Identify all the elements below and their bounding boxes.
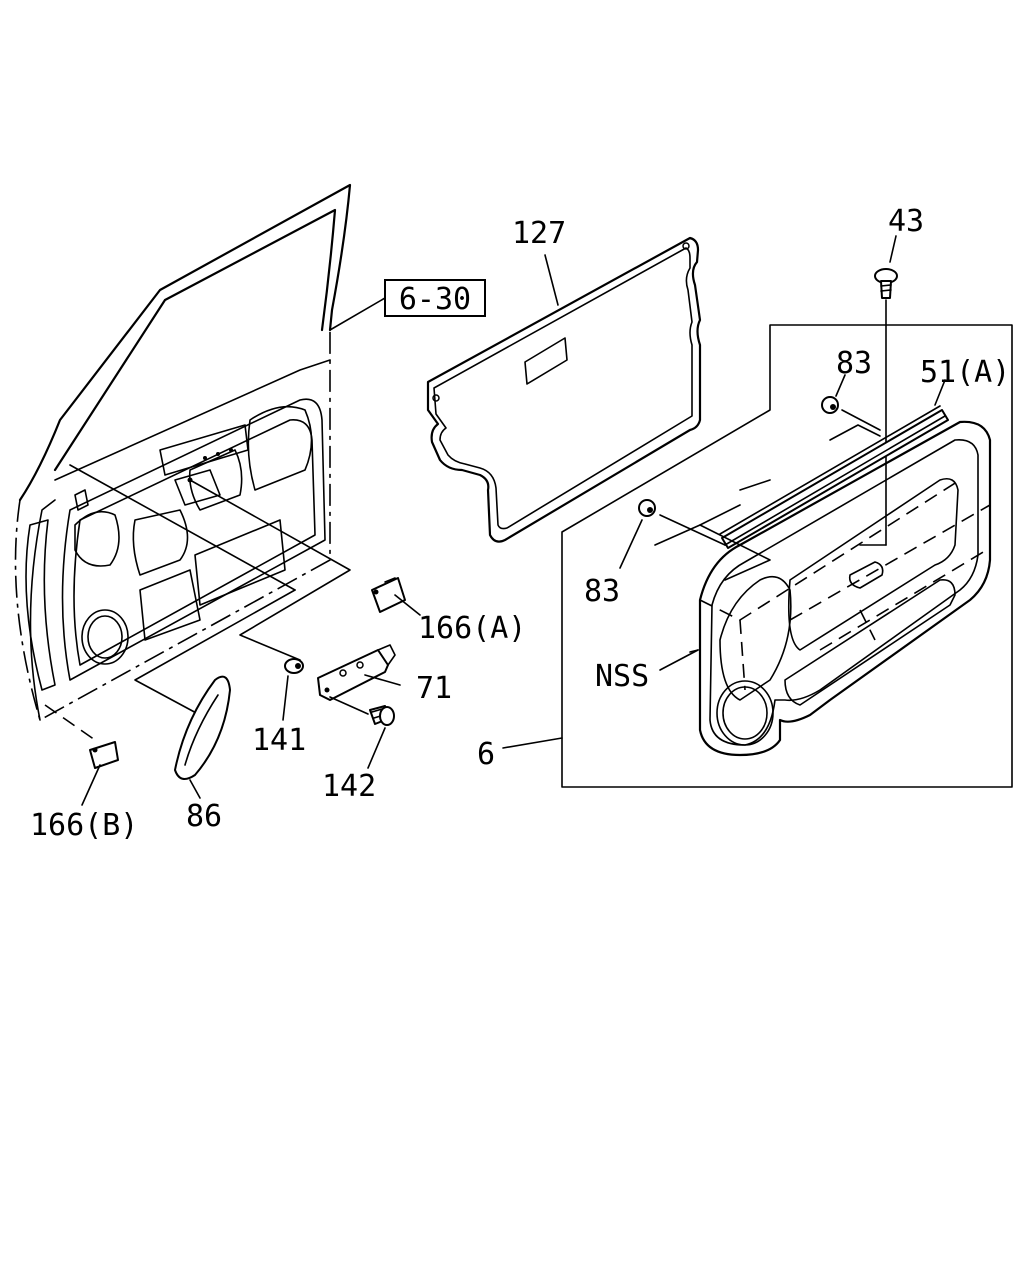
- part-71-bracket: [317, 644, 401, 701]
- part-43-screw: [874, 235, 898, 546]
- door-shell: [14, 183, 352, 722]
- part-6-assembly-box: [502, 324, 1013, 788]
- reference-box-label: 6-30: [399, 282, 471, 317]
- label-6: 6: [477, 737, 495, 772]
- label-142: 142: [322, 769, 376, 804]
- assembly-lines-left: [44, 297, 386, 741]
- trim-panel: [659, 420, 992, 757]
- label-nss: NSS: [595, 659, 649, 694]
- label-83-upper: 83: [836, 346, 872, 381]
- part-86-bezel: [174, 675, 231, 799]
- part-166b-clip: [81, 741, 119, 806]
- label-51a: 51(A): [920, 355, 1010, 390]
- label-166b: 166(B): [30, 808, 138, 843]
- part-166a-clip: [371, 577, 421, 616]
- assembly-planes-right: [654, 424, 887, 581]
- part-127-water-shield: [426, 236, 702, 543]
- part-83-clip-lower: [619, 499, 726, 569]
- label-83-lower: 83: [584, 574, 620, 609]
- callout-labels: 127 43 83 51(A) 83 NSS 6 166(A) 71 141 1…: [30, 204, 1010, 843]
- label-86: 86: [186, 799, 222, 834]
- label-43: 43: [888, 204, 924, 239]
- reference-box: 6-30: [384, 279, 486, 317]
- part-142-screw: [329, 696, 395, 769]
- label-141: 141: [252, 723, 306, 758]
- part-51a-strip: [719, 379, 949, 549]
- part-141-spacer: [282, 658, 304, 721]
- part-83-clip-upper: [821, 374, 881, 431]
- label-71: 71: [416, 671, 452, 706]
- label-127: 127: [512, 216, 566, 251]
- label-166a: 166(A): [418, 611, 526, 646]
